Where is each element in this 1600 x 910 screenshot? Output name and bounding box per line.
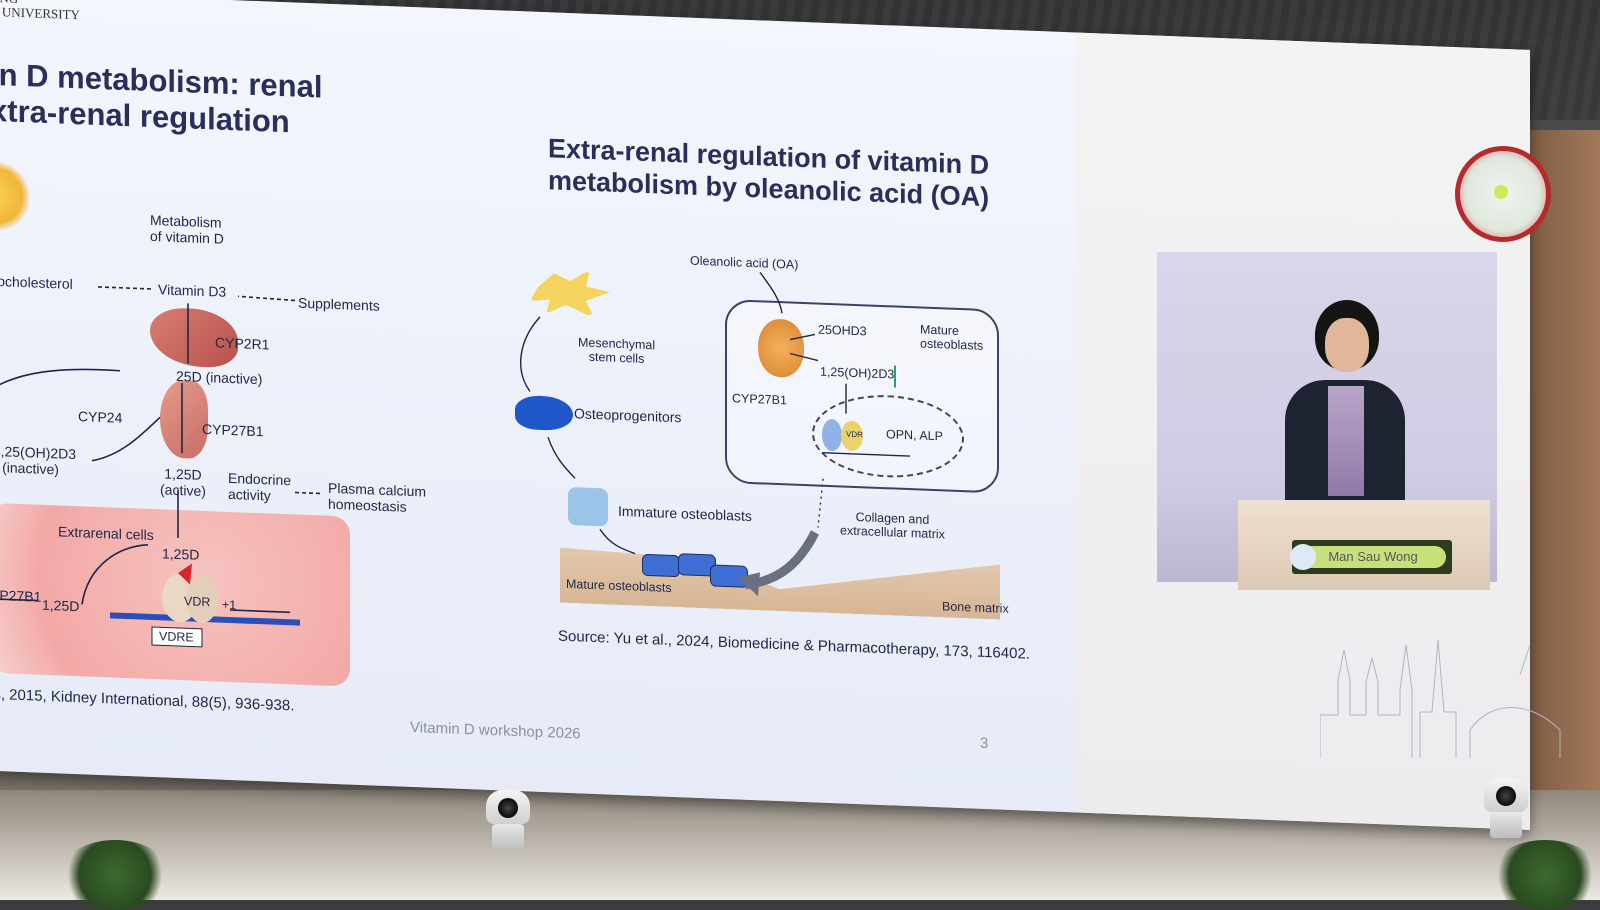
camera-base	[1490, 812, 1522, 838]
camera-left	[482, 790, 534, 852]
vdr-right-lobe	[186, 574, 218, 623]
camera-base	[492, 824, 524, 850]
wooden-wall	[1520, 130, 1600, 830]
ligand-icon	[178, 563, 192, 585]
mature-osteoblasts-panel-label: Mature osteoblasts	[920, 322, 983, 352]
statue-outline	[1519, 644, 1531, 676]
vdr-yellow-icon	[841, 420, 863, 451]
seal-center-icon	[1494, 185, 1508, 199]
arrow-oh2d3	[789, 352, 819, 362]
arrow-oa-in	[759, 271, 783, 314]
arrow-to-plasma	[295, 491, 322, 495]
stem-cells-label: Mesenchymal stem cells	[578, 335, 655, 366]
camera-lens-icon	[498, 798, 518, 818]
bone-matrix-label: Bone matrix	[942, 599, 1009, 616]
speaker-shirt	[1328, 386, 1364, 496]
matrix-arrowhead	[738, 572, 760, 597]
arrow-to-125d	[0, 597, 38, 602]
city-skyline-drawing	[1320, 639, 1561, 758]
nameplate-logo-icon	[1290, 544, 1316, 570]
left-pathway-arrows	[0, 286, 322, 648]
arrow-curve-125d	[81, 544, 149, 605]
speaker-name-label: Man Sau Wong	[1300, 546, 1446, 568]
oa-pathway-arrows	[520, 271, 910, 597]
collagen-label: Collagen and extracellular matrix	[840, 509, 945, 541]
spire-outline	[1419, 639, 1457, 758]
arrow-25ohd3	[789, 333, 816, 341]
secretion-dots	[817, 478, 824, 528]
camera-lens-icon	[1496, 786, 1516, 806]
vdr-blue-icon	[822, 419, 842, 452]
arrow-to-2425	[91, 416, 161, 462]
oa-vdr-label: VDR	[846, 429, 863, 440]
stem-line-2: stem cells	[588, 349, 645, 366]
oh2d3-label: 1,25(OH)2D3	[820, 364, 895, 382]
mature-top-line-2: osteoblasts	[920, 336, 984, 353]
25ohd3-label: 25OHD3	[818, 322, 867, 339]
vdre-box	[151, 626, 203, 648]
oa-cyp27b1-label: CYP27B1	[732, 391, 787, 408]
plant-right	[1490, 840, 1600, 910]
slide-page-number: 3	[980, 734, 989, 753]
camera-right	[1480, 778, 1532, 840]
speaker-face	[1325, 318, 1369, 372]
projection-screen: ONG C UNIVERSITY in D metabolism: renal …	[0, 0, 1530, 830]
opn-alp-label: OPN, ALP	[886, 427, 943, 444]
arrow-from-supplements	[237, 295, 296, 302]
arrow-immature-to-mature	[599, 528, 636, 555]
arrow-stem-to-progenitor	[520, 316, 541, 392]
society-seal-logo	[1455, 146, 1551, 242]
plant-left	[60, 840, 170, 910]
cathedral-outline	[1320, 644, 1413, 758]
transcription-arrow	[230, 609, 290, 614]
dome-outline	[1469, 707, 1561, 758]
arrow-progenitor-to-immature	[547, 436, 576, 479]
arrow-to-vitd3	[98, 286, 152, 290]
arrow-left-loop	[0, 368, 121, 401]
gene-line	[822, 452, 910, 457]
